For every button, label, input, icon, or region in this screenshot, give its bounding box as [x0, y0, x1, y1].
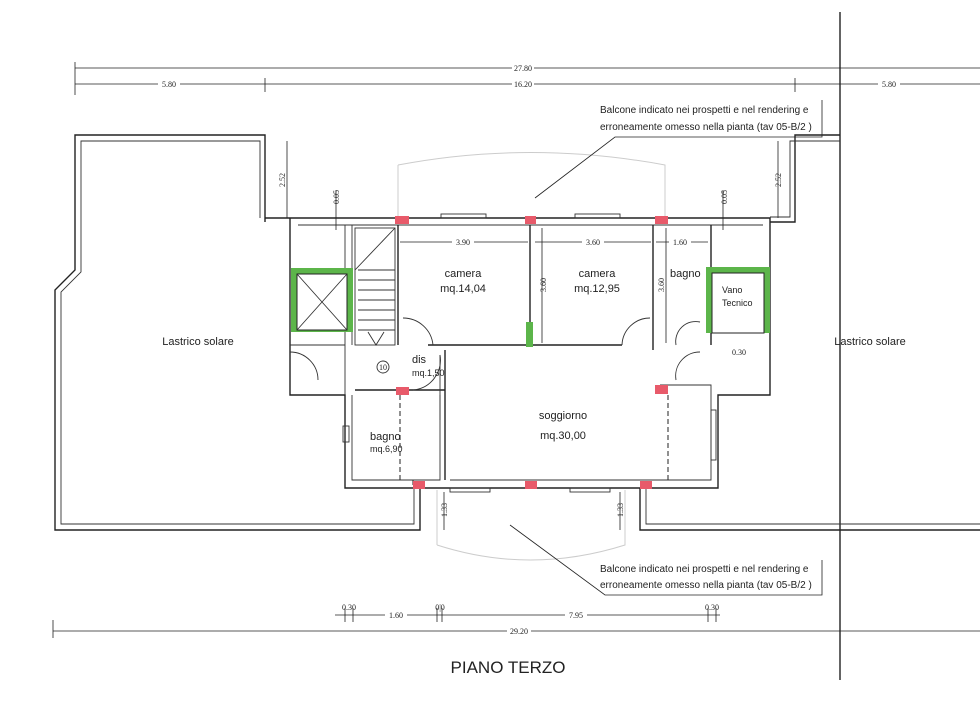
right-terrace-outline: [639, 134, 980, 531]
camera1-area: mq.14,04: [440, 283, 486, 295]
green-wall-segment: [526, 322, 533, 347]
dim-right-depth: 2.52: [774, 173, 783, 187]
note-top-line1: Balcone indicato nei prospetti e nel ren…: [600, 105, 809, 116]
windows: [342, 213, 717, 493]
room-labels: camera mq.14,04 camera mq.12,95 bagno di…: [162, 268, 906, 454]
plan-title: PIANO TERZO: [451, 658, 566, 677]
note-bottom-line2: erroneamente omesso nella pianta (tav 05…: [600, 580, 812, 591]
terrace-left-label: Lastrico solare: [162, 336, 234, 348]
interior-dimensions: 3.90 3.60 1.60 3.60 3.60 0.30 2.52 0.05 …: [278, 141, 783, 530]
dim-bottom-e: 0.30: [705, 603, 719, 612]
dim-vano-offset: 0.30: [732, 348, 746, 357]
dim-bottom-a: 0.30: [342, 603, 356, 612]
soggiorno-name: soggiorno: [539, 410, 587, 422]
stair-marker-circle: [376, 360, 390, 374]
dim-camera2-width: 3.60: [586, 238, 600, 247]
vano-label-1: Vano: [722, 285, 742, 295]
dim-bagno-depth: 3.60: [657, 278, 666, 292]
camera2-area: mq.12,95: [574, 283, 620, 295]
dim-right-gap: 0.05: [720, 190, 729, 204]
dim-left-depth: 2.52: [278, 173, 287, 187]
dim-camera2-depth: 3.60: [539, 278, 548, 292]
note-top: Balcone indicato nei prospetti e nel ren…: [534, 100, 823, 199]
note-top-line2: erroneamente omesso nella pianta (tav 05…: [600, 122, 812, 133]
dis-name: dis: [412, 354, 427, 366]
dim-left-gap: 0.05: [332, 190, 341, 204]
ghost-balcony-top: [397, 152, 666, 218]
note-bottom: Balcone indicato nei prospetti e nel ren…: [509, 524, 823, 596]
bagno-top-name: bagno: [670, 268, 701, 280]
note-bottom-line1: Balcone indicato nei prospetti e nel ren…: [600, 564, 809, 575]
terrace-right-label: Lastrico solare: [834, 336, 906, 348]
left-terrace-outline: [54, 134, 421, 531]
bagno-bottom-name: bagno: [370, 431, 401, 443]
dim-balcony-right: 1.33: [616, 503, 625, 517]
bottom-dimensions: 0.30 1.60 0|0 7.95 0.30 29.20: [52, 603, 980, 638]
ghost-balcony-bottom: [436, 490, 626, 561]
vano-tecnico: Vano Tecnico: [706, 267, 770, 334]
stair-marker: 10: [379, 363, 387, 372]
vano-label-2: Tecnico: [722, 298, 753, 308]
dim-balcony-left: 1.33: [440, 503, 449, 517]
dim-bagno-width: 1.60: [673, 238, 687, 247]
dim-top-left: 5.80: [162, 80, 176, 89]
camera1-name: camera: [445, 268, 483, 280]
dim-camera1-width: 3.90: [456, 238, 470, 247]
dim-bottom-total: 29.20: [510, 627, 528, 636]
dim-top-total: 27.80: [514, 64, 532, 73]
stair-arrow-icon: [367, 331, 385, 346]
bagno-bottom-area: mq.6,90: [370, 444, 403, 454]
dim-top-right: 5.80: [882, 80, 896, 89]
pillars: [395, 216, 668, 489]
top-dimensions: 27.80 5.80 16.20 5.80: [74, 62, 980, 95]
staircase: 10: [354, 227, 396, 374]
dim-top-middle: 16.20: [514, 80, 532, 89]
lift-shaft: [291, 268, 353, 332]
dim-bottom-b: 1.60: [389, 611, 403, 620]
soggiorno-area: mq.30,00: [540, 430, 586, 442]
camera2-name: camera: [579, 268, 617, 280]
dim-bottom-d: 7.95: [569, 611, 583, 620]
door-swings: [289, 317, 701, 420]
dim-bottom-c: 0|0: [435, 603, 445, 612]
dis-area: mq.1,50: [412, 368, 445, 378]
